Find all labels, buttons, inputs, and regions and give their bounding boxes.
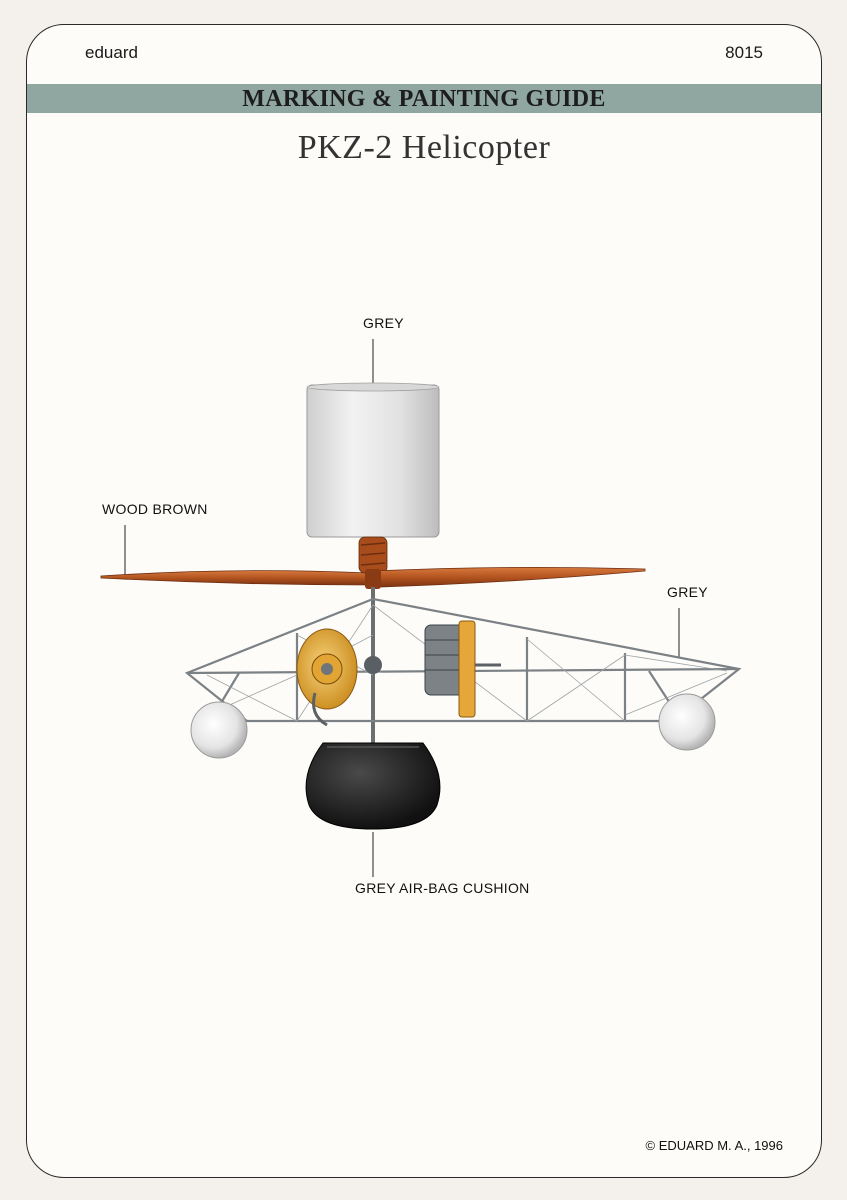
copyright: © EDUARD M. A., 1996 — [645, 1138, 783, 1153]
air-bag-cushion — [305, 742, 441, 830]
callout-air-bag-cushion: GREY AIR-BAG CUSHION — [355, 880, 530, 896]
central-gearbox — [364, 656, 382, 674]
guide-card: eduard 8015 MARKING & PAINTING GUIDE PKZ… — [26, 24, 822, 1178]
kit-number: 8015 — [725, 43, 763, 62]
propeller-blade-right — [372, 567, 646, 588]
helicopter-illustration — [100, 339, 742, 877]
brand-name: eduard — [85, 43, 138, 62]
rotor-drum — [306, 384, 440, 538]
rotary-engine-right — [424, 620, 501, 718]
propeller-blade-left — [100, 570, 374, 586]
callout-grey-frame: GREY — [667, 584, 708, 600]
title-band — [27, 84, 821, 113]
propeller-hub — [365, 569, 381, 589]
callout-grey-rotor: GREY — [363, 315, 404, 331]
landing-wheel-right — [658, 693, 716, 751]
rotary-engine-left — [296, 628, 358, 727]
rotor-drum-top — [306, 382, 440, 392]
callout-wood-brown: WOOD BROWN — [102, 501, 208, 517]
model-title: PKZ-2 Helicopter — [297, 129, 551, 166]
guide-title: MARKING & PAINTING GUIDE — [242, 86, 606, 112]
landing-wheel-left — [190, 701, 248, 759]
